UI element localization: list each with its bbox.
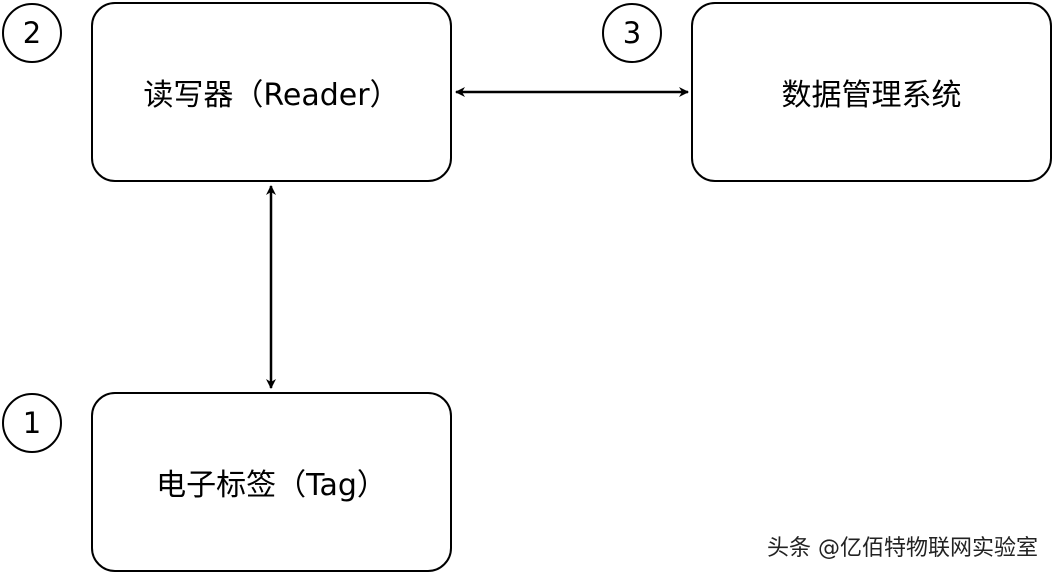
dms-step-number: 3 — [602, 3, 662, 63]
reader-step-number: 2 — [2, 3, 62, 63]
data-management-system-label: 数据管理系统 — [781, 78, 962, 113]
tag-step-number: 1 — [2, 393, 62, 453]
watermark: 头条 @亿佰特物联网实验室 — [767, 536, 1038, 561]
data-management-system-node: 数据管理系统 — [691, 2, 1052, 182]
reader-node: 读写器（Reader） — [91, 2, 452, 182]
tag-node: 电子标签（Tag） — [91, 392, 452, 572]
reader-label: 读写器（Reader） — [143, 78, 400, 113]
tag-label: 电子标签（Tag） — [156, 468, 387, 503]
